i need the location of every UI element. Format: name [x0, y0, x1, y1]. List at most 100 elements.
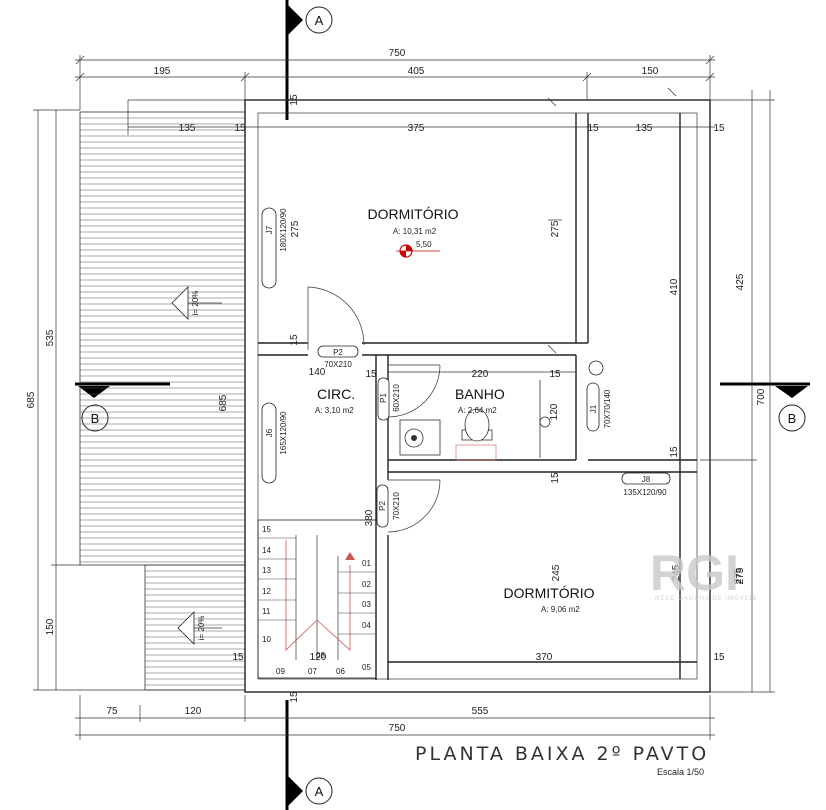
- staircase: 01 02 03 04 05 06 07 08 09 10 11 12 13 14 15: [257, 519, 377, 679]
- stair-step-number: 09: [276, 667, 285, 676]
- door-p2-top: P2 70X210: [307, 286, 365, 369]
- section-label-b-left: B: [91, 411, 100, 426]
- window-j1-label: J1: [589, 404, 598, 413]
- dim-banho-wall: 15: [549, 369, 561, 380]
- window-j7-label: J7: [265, 225, 274, 234]
- stair-step-number: 14: [262, 546, 271, 555]
- dim-dorm2-h: 245: [551, 564, 562, 581]
- dimension-lines-right: 425 275 700: [700, 90, 775, 693]
- dim-circ-w: 140: [309, 367, 326, 378]
- dim-top-a: 195: [154, 66, 171, 77]
- drawing-title: PLANTA BAIXA 2º PAVTO: [415, 743, 709, 765]
- stair-step-number: 07: [308, 667, 317, 676]
- stair-step-number: 10: [262, 635, 271, 644]
- dim-dorm2-w: 370: [536, 652, 553, 663]
- dim-row2-d: 15: [587, 123, 599, 134]
- section-cut-b-right: B: [720, 382, 810, 432]
- room-dorm1-name: DORMITÓRIO: [368, 206, 459, 222]
- dim-left-b: 150: [45, 618, 56, 635]
- dim-right-low: 275: [733, 567, 744, 584]
- stair-step-number: 02: [362, 580, 371, 589]
- window-j8-size: 135X120/90: [623, 488, 667, 497]
- stair-step-number: 15: [262, 525, 271, 534]
- window-j7: J7 180X120/90: [261, 207, 288, 289]
- dim-bot-c: 555: [472, 706, 489, 717]
- door-p2-mid: P2 70X210: [376, 479, 441, 533]
- dimension-lines-top: 750 195 405 150 135 15 375 15 135 15 15: [75, 48, 725, 134]
- dim-bot-b: 120: [185, 706, 202, 717]
- door-p2-mid-size: 70X210: [392, 492, 401, 520]
- door-p2-top-size: 70X210: [324, 360, 352, 369]
- door-p1-size: 60X210: [392, 384, 401, 412]
- dim-dorm1-h-right: 275: [550, 220, 561, 237]
- window-j6-label: J6: [265, 428, 274, 437]
- section-cut-a-bottom: A: [285, 700, 333, 810]
- dim-left-inner: 685: [218, 394, 229, 411]
- window-j7-size: 180X120/90: [279, 208, 288, 252]
- room-circ-name: CIRC.: [317, 386, 355, 402]
- dim-top-c: 150: [642, 66, 659, 77]
- room-dorm2-name: DORMITÓRIO: [504, 585, 595, 601]
- stair-step-number: 01: [362, 559, 371, 568]
- dimension-lines-left: 685 535 150 685: [26, 109, 245, 691]
- dim-wall-circ: 15: [289, 334, 300, 346]
- level-marker: 5,50: [396, 240, 440, 258]
- dim-right-a: 425: [735, 273, 746, 290]
- window-j1: J1 70X70/140: [586, 360, 612, 432]
- door-p1-label: P1: [379, 393, 388, 403]
- level-value: 5,50: [416, 240, 432, 249]
- room-dorm2-area: A: 9,06 m2: [541, 605, 580, 614]
- dim-top-total: 750: [389, 48, 406, 59]
- window-j8-label: J8: [642, 475, 651, 484]
- dim-row2-a: 135: [179, 123, 196, 134]
- stair-step-number: 08: [316, 651, 325, 660]
- slope-arrow-lower: i= 20%: [177, 611, 222, 645]
- dim-dorm2-h-right: 245: [671, 564, 682, 581]
- stair-step-number: 12: [262, 587, 271, 596]
- roof-hatch: [79, 99, 246, 691]
- stair-step-number: 05: [362, 663, 371, 672]
- window-j6-size: 165X120/90: [279, 411, 288, 455]
- dim-banho-h: 120: [549, 403, 560, 420]
- window-j6: J6 165X120/90: [261, 402, 288, 484]
- dim-p-wall2: 15: [550, 472, 561, 484]
- window-j8: J8 135X120/90: [621, 472, 671, 497]
- watermark-tagline: REDE GAÚCHA DE IMÓVEIS: [655, 595, 757, 602]
- room-circ-area: A: 3,10 m2: [315, 406, 354, 415]
- drawing-scale: Escala 1/50: [657, 767, 704, 777]
- bathroom-fixtures: [388, 371, 576, 461]
- slope-arrow-upper: i= 20%: [171, 286, 222, 320]
- door-p1: P1 60X210: [377, 364, 441, 421]
- dimension-lines-bottom: 75 120 555 750 15: [75, 691, 715, 740]
- stair-step-number: 06: [336, 667, 345, 676]
- stair-step-number: 04: [362, 621, 371, 630]
- door-p2-mid-label: P2: [378, 501, 387, 511]
- dim-row2-f: 15: [713, 123, 725, 134]
- room-dorm1-area: A: 10,31 m2: [393, 227, 437, 236]
- dim-j8-wall: 15: [669, 446, 680, 458]
- window-j1-size: 70X70/140: [603, 389, 612, 428]
- dim-bot-total: 750: [389, 723, 406, 734]
- dim-left-total: 685: [26, 391, 37, 408]
- dim-bot-a: 75: [106, 706, 118, 717]
- room-banho-name: BANHO: [455, 386, 505, 402]
- interior-dimensions: 275 275 410 15 140 15 220 15 120 15 380 …: [232, 87, 744, 663]
- dim-bottom-wall-r: 15: [713, 652, 725, 663]
- dim-bot-wall: 15: [289, 691, 300, 703]
- dim-stair-w: 120: [310, 652, 327, 663]
- stair-step-number: 03: [362, 600, 371, 609]
- section-label-b-right: B: [788, 411, 797, 426]
- dim-row2-e: 135: [636, 123, 653, 134]
- dim-row2-b: 15: [234, 123, 246, 134]
- dim-right-b: 275: [735, 567, 746, 584]
- stair-step-number: 13: [262, 566, 271, 575]
- slope-label-lower: i= 20%: [197, 616, 206, 641]
- door-p2-top-label: P2: [333, 348, 343, 357]
- stair-step-number: 11: [262, 607, 271, 616]
- dim-bottom-wall-l: 15: [232, 652, 244, 663]
- dim-dorm1-h-left: 275: [290, 220, 301, 237]
- section-label-a-bottom: A: [315, 784, 324, 799]
- dim-right-col: 410: [669, 278, 680, 295]
- dim-left-a: 535: [45, 329, 56, 346]
